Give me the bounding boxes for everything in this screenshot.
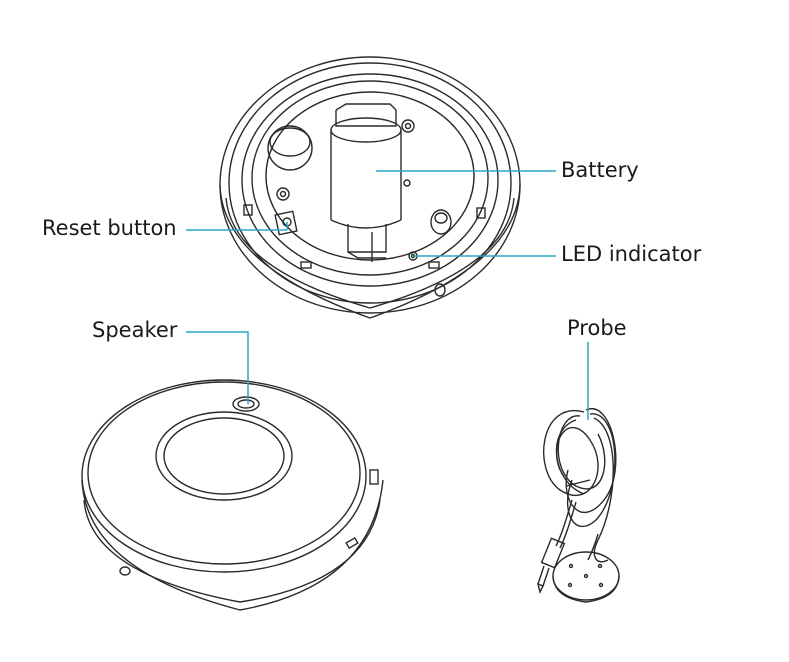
label-led-indicator: LED indicator [561, 242, 702, 266]
closed-device [81, 379, 384, 611]
label-reset-button: Reset button [42, 216, 177, 240]
leader-line-speaker [186, 331, 249, 404]
label-speaker: Speaker [92, 318, 178, 342]
label-probe: Probe [567, 316, 627, 340]
probe-illustration [536, 407, 620, 603]
open-device [219, 56, 521, 319]
label-battery: Battery [561, 158, 639, 182]
